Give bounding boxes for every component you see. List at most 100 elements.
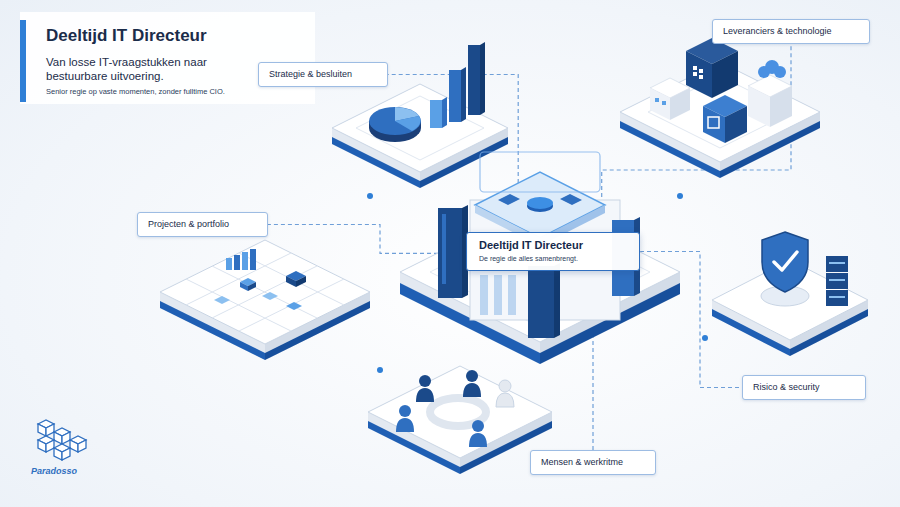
pie-chart [395,116,420,131]
people-platform [368,366,552,474]
pie-chart [369,107,421,142]
shield-icon [761,232,809,306]
logo-mark [78,440,86,452]
technology-cubes [770,86,792,127]
central-building [528,266,554,338]
bar-chart [430,100,442,128]
projects-platform [212,266,317,318]
central-building [508,275,516,315]
node-title: Mensen & werkritme [541,457,645,468]
node-title: Deeltijd IT Directeur [479,239,627,252]
tagline: Senior regie op vaste momenten, zonder f… [46,87,225,96]
junction-dots [367,193,373,199]
node-title: Leveranciers & technologie [723,26,859,37]
server-stack [826,273,848,289]
hub-box: Deeltijd IT DirecteurDe regie die alles … [466,232,640,271]
brand-name: Paradosso [31,466,77,476]
people-icons [466,370,478,382]
technology-cubes [725,106,747,143]
logo-mark [62,448,70,460]
portfolio-blocks [286,302,302,310]
technology-cubes [699,69,703,73]
dashed-connector [268,225,466,254]
people-icons [472,420,484,432]
bar-chart [461,67,466,122]
people-icons [416,388,434,402]
people-icons [499,380,511,392]
portfolio-blocks [248,282,256,291]
bar-chart [430,42,485,128]
pie-chart [369,107,421,135]
portfolio-blocks [286,276,296,287]
node-title: Strategie & besluiten [269,69,377,80]
bar-chart [442,97,447,128]
projects-platform [239,279,344,331]
logo-mark [46,424,54,436]
shield-icon [762,232,808,292]
technology-cubes [699,75,703,79]
server-stack [826,256,848,306]
projects-platform [212,266,317,318]
logo-mark [38,420,86,460]
central-building [498,194,520,205]
central-building [438,208,462,298]
technology-cubes [650,38,792,143]
central-building [560,194,582,205]
logo-mark [54,432,62,444]
label-box: Projecten & portfolio [137,212,268,237]
server-stack [829,262,845,264]
portfolio-blocks [214,296,230,304]
portfolio-blocks [234,255,240,270]
label-box: Strategie & besluiten [258,62,388,87]
junction-dots [367,193,708,373]
subtitle: Van losse IT-vraagstukken naar bestuurba… [46,55,251,83]
projects-platform [160,240,370,360]
logo-mark [38,440,46,452]
technology-cubes [670,88,690,120]
node-title: Projecten & portfolio [148,219,257,230]
people-icons [396,418,414,432]
people-icons [396,370,514,447]
central-building [527,197,553,209]
portfolio-blocks [242,252,248,270]
logo-mark [70,440,78,452]
people-platform [368,366,552,458]
technology-cubes [650,88,670,120]
portfolio-blocks [262,292,278,300]
accent-bar [20,20,26,102]
central-building [475,172,605,238]
junction-dots [677,193,683,199]
central-building [442,214,446,284]
server-stack [829,279,845,281]
people-icons [419,375,431,387]
server-stack [826,256,848,272]
technology-cubes [712,51,738,98]
central-building [480,152,600,192]
logo-mark [38,424,46,436]
projects-platform [160,240,370,344]
portfolio-blocks [250,249,256,270]
logo-mark [62,432,70,444]
junction-dots [377,367,383,373]
technology-cubes [693,66,697,70]
shield-icon [774,252,797,270]
junction-dots [702,335,708,341]
portfolio-blocks [226,258,232,270]
logo-mark [46,440,54,452]
portfolio-blocks [296,276,306,287]
bar-chart [468,45,480,115]
central-building [494,275,502,315]
technology-cubes [774,66,786,78]
logo-mark [54,448,62,460]
central-building [480,275,488,315]
central-building [554,263,560,338]
people-icons [469,433,487,447]
bar-chart [449,70,461,122]
portfolio-blocks [214,249,306,310]
bar-chart [480,42,485,115]
technology-cubes [748,86,770,127]
people-icons [399,405,411,417]
server-stack [826,290,848,306]
projects-platform [186,279,291,331]
